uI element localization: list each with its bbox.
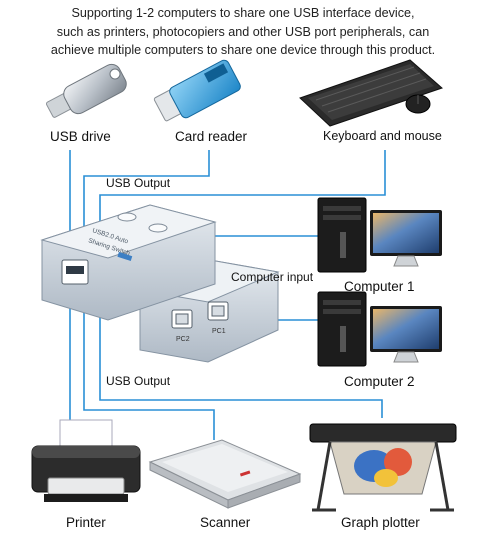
port-label-pc2: PC2: [176, 336, 190, 343]
label-usb-output-top: USB Output: [106, 176, 171, 190]
line-card-reader: [83, 150, 210, 262]
scanner-icon: [148, 439, 302, 509]
label-graph-plotter: Graph plotter: [341, 515, 420, 530]
label-keyboard-mouse: Keyboard and mouse: [323, 129, 442, 143]
intro-line-2: such as printers, photocopiers and other…: [56, 24, 430, 39]
intro-text: Supporting 1-2 computers to share one US…: [0, 4, 486, 60]
label-scanner: Scanner: [200, 515, 251, 530]
printer-icon: [31, 419, 141, 502]
label-computer1: Computer 1: [344, 279, 415, 294]
label-printer: Printer: [66, 515, 106, 530]
card-reader-icon: [153, 59, 241, 122]
line-plotter: [99, 292, 383, 418]
plotter-icon: [309, 423, 457, 512]
port-label-pc1: PC1: [212, 328, 226, 335]
label-computer-input: Computer input: [231, 270, 314, 284]
label-card-reader: Card reader: [175, 129, 248, 144]
connection-lines: [69, 150, 386, 440]
label-usb-drive: USB drive: [50, 129, 111, 144]
computer2-icon: [317, 291, 442, 367]
usb-drive-icon: [45, 63, 127, 118]
switch-box: PC2 PC1 USB2.0 Auto Sharing Switch: [40, 204, 280, 363]
label-usb-output-bottom: USB Output: [106, 374, 171, 388]
intro-line-3: achieve multiple computers to share one …: [50, 43, 436, 57]
computer1-icon: [317, 197, 442, 273]
line-scanner: [83, 292, 215, 440]
label-computer2: Computer 2: [344, 374, 415, 389]
intro-line-1: Supporting 1-2 computers to share one US…: [71, 6, 415, 20]
keyboard-mouse-icon: [299, 59, 443, 127]
